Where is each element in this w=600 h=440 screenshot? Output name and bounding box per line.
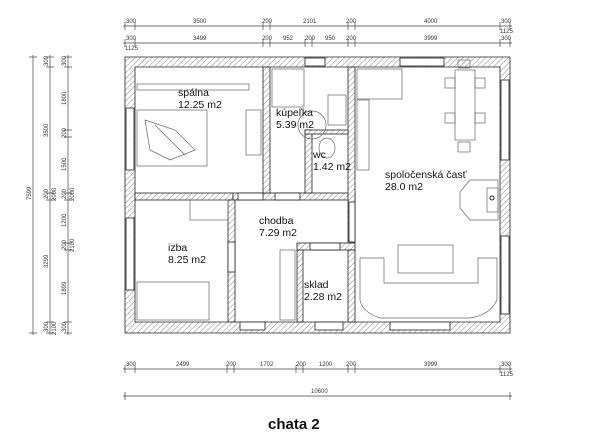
dim-label: 200 [62, 127, 68, 138]
drawing-title: chata 2 [268, 416, 320, 433]
dim-label: 3999 [424, 362, 438, 368]
dim-label: 1800 [62, 91, 68, 105]
room-name: chodba [259, 215, 294, 227]
dim-label: 2100 [70, 238, 76, 252]
furniture [136, 59, 499, 321]
room-area: 28.0 m2 [385, 181, 423, 193]
dim-label: 1125 [500, 29, 514, 35]
dim-label: 200 [296, 362, 307, 368]
dim-label: 300 [62, 55, 68, 66]
dimension-bottom-total: 10600 [123, 389, 512, 400]
room-spalna: spálna 12.25 m2 [178, 87, 222, 111]
dim-label: 300 [501, 362, 512, 368]
dim-label: 200 [62, 188, 68, 199]
room-name: sklad [304, 279, 329, 291]
dim-label: 1702 [260, 362, 274, 368]
dim-label: 4000 [424, 19, 438, 25]
dim-label: 1899 [62, 281, 68, 295]
room-area: 7.29 m2 [259, 227, 297, 239]
dimension-top-2: 300 1125 3499 200 952 200 950 200 3999 3… [123, 36, 512, 52]
dim-label: 2499 [176, 362, 190, 368]
dim-label: 300 [62, 321, 68, 332]
dim-label: 200 [44, 188, 50, 199]
dim-label: 1200 [62, 213, 68, 227]
dim-label: 1500 [62, 157, 68, 171]
room-spolocenska-cast: spoločenská časť 28.0 m2 [385, 169, 468, 193]
dim-label: 200 [226, 362, 237, 368]
dim-label: 3299 [44, 254, 50, 268]
dim-label: 3500 [193, 19, 207, 25]
room-area: 2.28 m2 [304, 291, 342, 303]
room-name: izba [168, 242, 187, 254]
dim-label: 2100 [52, 321, 58, 335]
room-name: kúpeľka [276, 107, 313, 119]
dim-label: 3500 [44, 123, 50, 137]
windows [125, 57, 510, 331]
room-wc: wc 1.42 m2 [312, 149, 351, 173]
dim-label: 2000 [52, 187, 58, 201]
dimension-bottom-1: 300 2499 200 1702 200 1200 200 3999 300 … [123, 362, 514, 378]
dim-label: 300 [501, 36, 512, 42]
room-name: wc [312, 149, 326, 161]
dim-label: 200 [346, 36, 357, 42]
dim-label: 1125 [125, 46, 139, 52]
dim-label: 950 [325, 36, 336, 42]
dim-label: 300 [501, 19, 512, 25]
dimension-left: 7599 300 3500 200 2000 3299 300 2100 300… [27, 55, 76, 335]
dim-label: 200 [262, 36, 273, 42]
dim-label: 300 [44, 321, 50, 332]
dimension-top-1: 300 3500 200 2101 200 4000 300 1125 [123, 19, 514, 35]
dim-label: 1200 [319, 362, 333, 368]
room-kupelka: kúpeľka 5.39 m2 [276, 107, 314, 131]
dim-label: 300 [126, 362, 137, 368]
dim-label: 952 [283, 36, 294, 42]
dim-label: 1125 [500, 372, 514, 378]
dim-label: 7599 [27, 186, 33, 200]
dim-label: 2000 [70, 187, 76, 201]
room-chodba: chodba 7.29 m2 [259, 215, 297, 239]
room-name: spálna [178, 87, 209, 99]
dim-label: 200 [346, 19, 357, 25]
room-area: 1.42 m2 [313, 161, 351, 173]
room-name: spoločenská časť [385, 169, 468, 181]
room-area: 8.25 m2 [168, 254, 206, 266]
dim-label: 300 [126, 36, 137, 42]
dim-label: 200 [262, 19, 273, 25]
dim-label: 200 [62, 239, 68, 250]
room-area: 12.25 m2 [178, 99, 222, 111]
dim-label: 2101 [303, 19, 317, 25]
dim-label: 3499 [193, 36, 207, 42]
dim-label: 200 [305, 36, 316, 42]
room-area: 5.39 m2 [276, 119, 314, 131]
room-izba: izba 8.25 m2 [168, 242, 206, 266]
dim-label: 300 [126, 19, 137, 25]
room-sklad: sklad 2.28 m2 [304, 279, 342, 303]
dim-label: 200 [346, 362, 357, 368]
dim-label: 3999 [424, 36, 438, 42]
dim-label: 10600 [311, 389, 328, 395]
dim-label: 300 [44, 55, 50, 66]
